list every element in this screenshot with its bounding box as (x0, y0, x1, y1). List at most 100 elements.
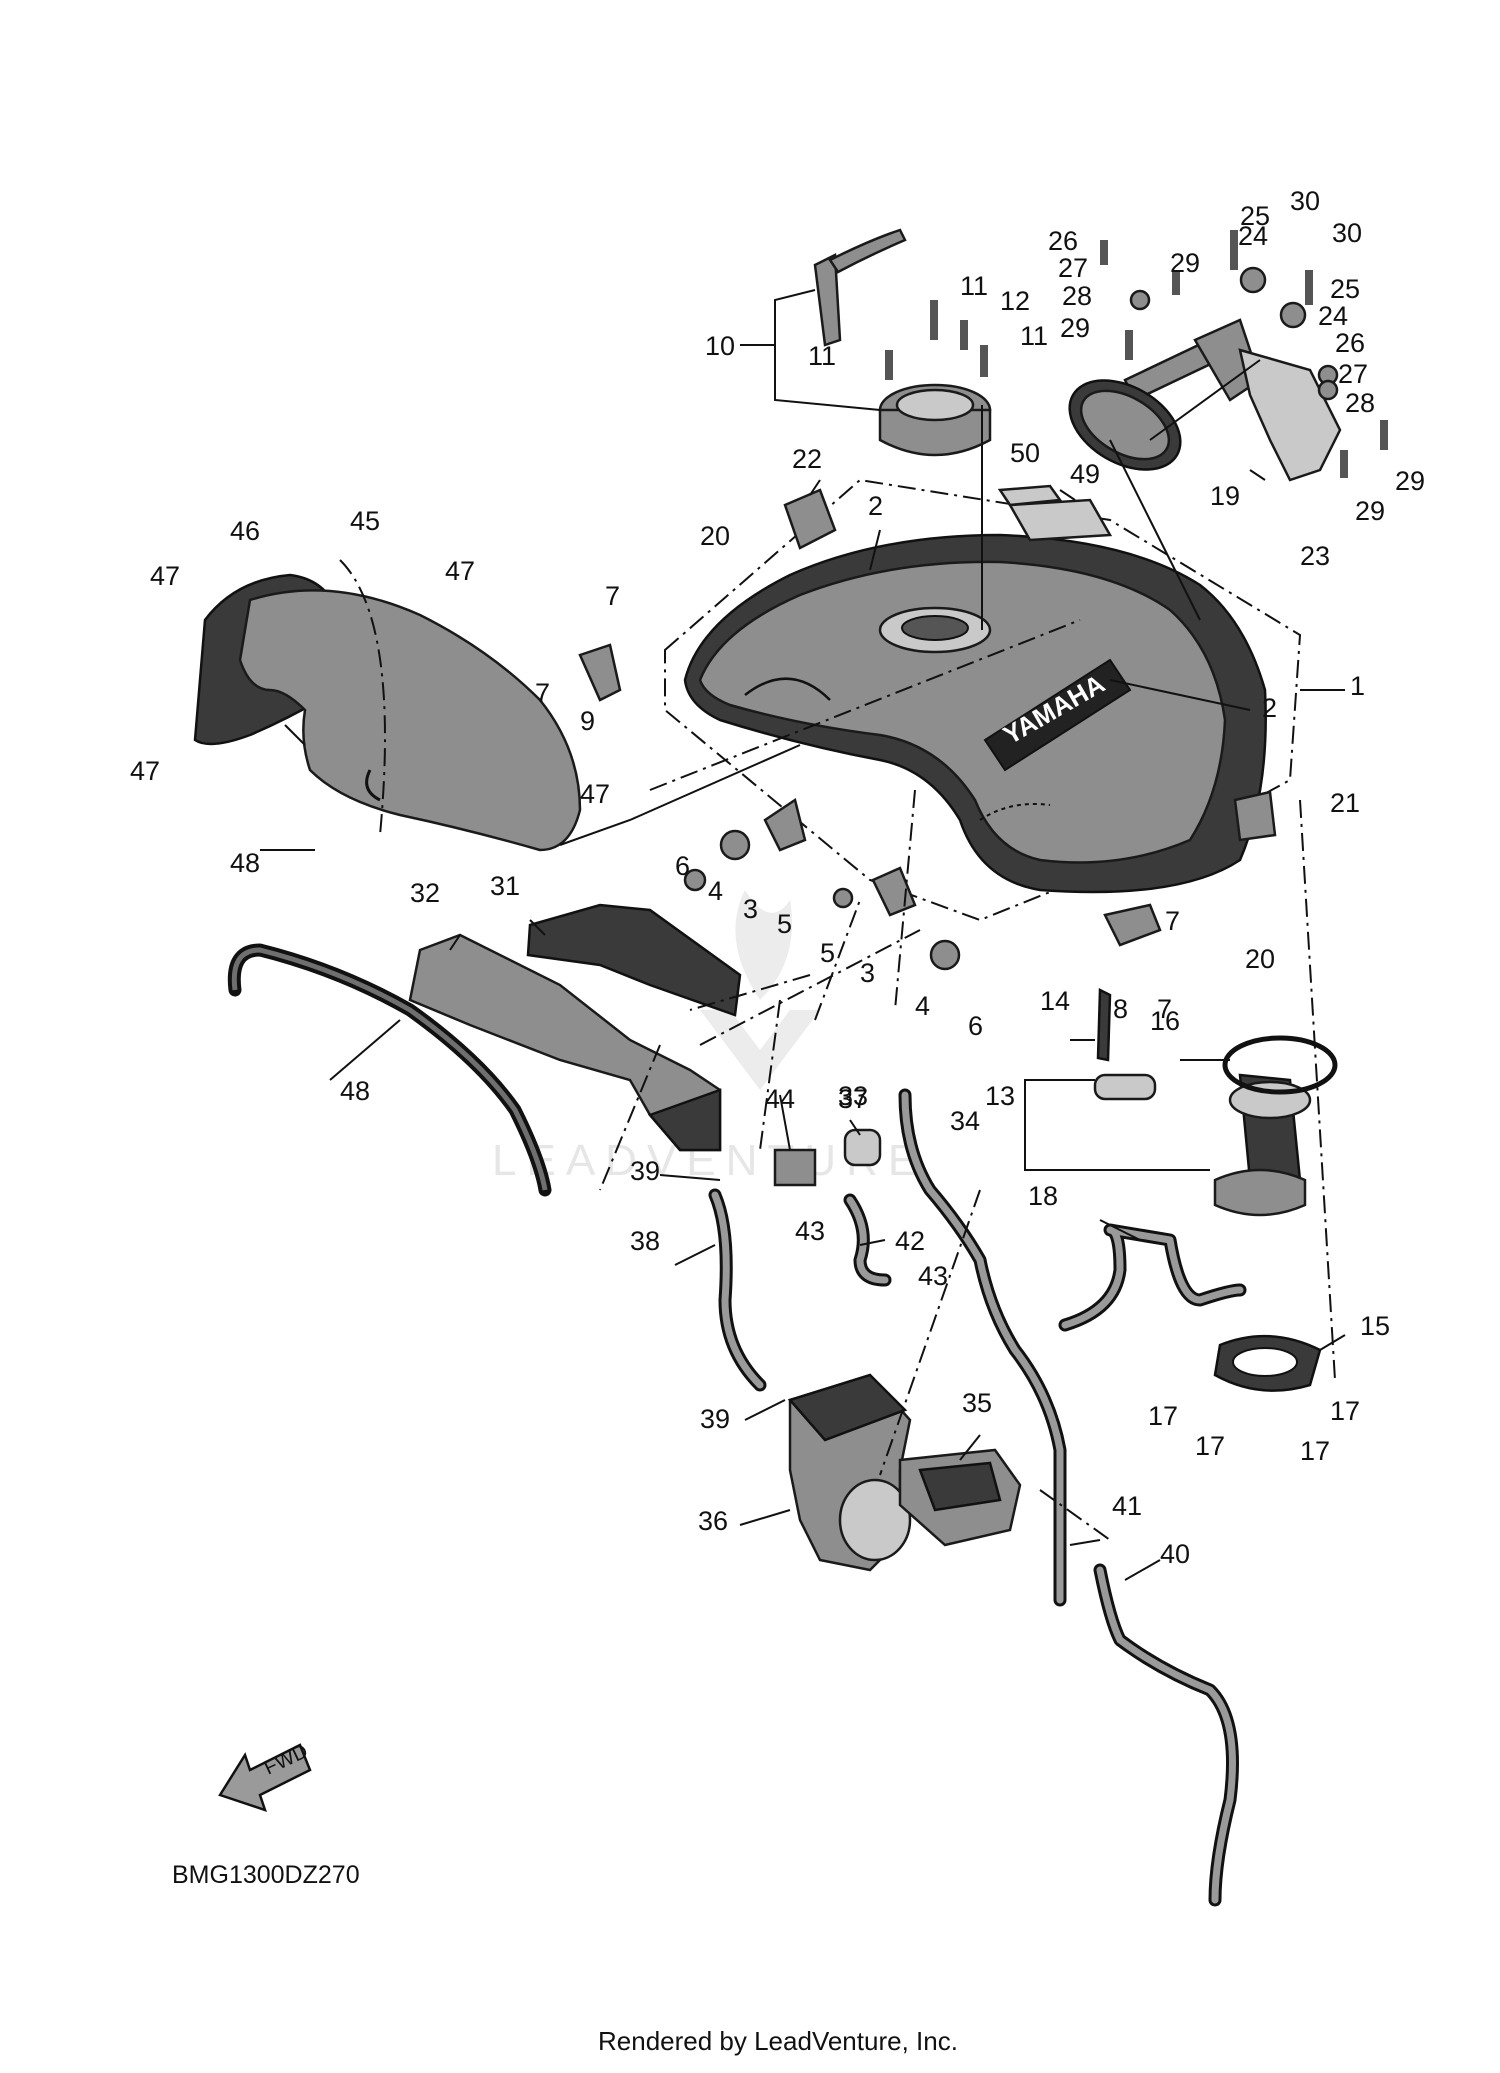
callout-44: 44 (765, 1084, 795, 1114)
bolt-12 (960, 320, 968, 350)
callout-5a: 5 (777, 909, 792, 939)
callout-15: 15 (1360, 1311, 1390, 1341)
bolts (885, 230, 1388, 478)
callout-23: 23 (1300, 541, 1330, 571)
callout-labels: 1 2 2 3 3 4 4 5 5 6 6 7 7 7 7 8 9 10 11 … (130, 186, 1425, 1569)
callout-6a: 6 (675, 851, 690, 881)
callout-25b: 25 (1330, 274, 1360, 304)
callout-43a: 43 (795, 1216, 825, 1246)
vent-hoses (708, 1088, 1239, 1907)
callout-21: 21 (1330, 788, 1360, 818)
callout-30b: 30 (1332, 218, 1362, 248)
callout-29c: 29 (1395, 466, 1425, 496)
forward-direction-arrow: FWD (218, 1740, 312, 1812)
fuel-tank: YAMAHA (683, 533, 1267, 894)
callout-47d: 47 (580, 779, 610, 809)
callout-28b: 28 (1345, 388, 1375, 418)
callout-4b: 4 (915, 991, 930, 1021)
bolt-29c (1340, 450, 1348, 478)
leader-lines (260, 289, 1346, 1581)
callout-14: 14 (1040, 986, 1070, 1016)
trim-strip (227, 943, 552, 1197)
callout-39a: 39 (630, 1156, 660, 1186)
callout-32: 32 (410, 878, 440, 908)
callout-39b: 39 (700, 1404, 730, 1434)
damper-37-44 (773, 1128, 882, 1187)
bolt-29a (1125, 330, 1133, 360)
bolt-29b (1380, 420, 1388, 450)
bolt-11b (885, 350, 893, 380)
callout-7c: 7 (1165, 906, 1180, 936)
callout-26a: 26 (1048, 226, 1078, 256)
callout-13: 13 (985, 1081, 1015, 1111)
callout-29d: 29 (1355, 496, 1385, 526)
callout-49: 49 (1070, 459, 1100, 489)
callout-12: 12 (1000, 286, 1030, 316)
callout-47a: 46 (230, 516, 260, 546)
pump-ring (1213, 1334, 1322, 1392)
pad-49-50 (997, 484, 1113, 542)
bolt-26a (1100, 240, 1108, 265)
callout-47b: 47 (150, 561, 180, 591)
callout-11a: 11 (960, 271, 988, 301)
callout-42: 42 (895, 1226, 925, 1256)
callout-8: 8 (1113, 994, 1128, 1024)
callout-30a: 30 (1290, 186, 1320, 216)
callout-38: 38 (630, 1226, 660, 1256)
callout-17c: 17 (1330, 1396, 1360, 1426)
callout-37: 37 (838, 1084, 868, 1114)
callout-3b: 3 (860, 958, 875, 988)
callout-28a: 28 (1062, 281, 1092, 311)
callout-2a: 2 (868, 491, 883, 521)
footer-credit: Rendered by LeadVenture, Inc. (598, 2026, 958, 2056)
callout-20a: 20 (700, 521, 730, 551)
callout-29a: 29 (1060, 313, 1090, 343)
callout-2b: 2 (1262, 693, 1277, 723)
callout-18: 18 (1028, 1181, 1058, 1211)
callout-1: 1 (1350, 671, 1365, 701)
connector-lines (599, 619, 1336, 1541)
callout-5b: 5 (820, 938, 835, 968)
bolt-30b (1305, 270, 1313, 305)
diagram-code: BMG1300DZ270 (172, 1861, 360, 1889)
callout-17b: 17 (1195, 1431, 1225, 1461)
callout-24a: 24 (1238, 221, 1268, 251)
callout-43b: 43 (918, 1261, 948, 1291)
callout-31: 31 (490, 871, 520, 901)
fuel-pump-assembly (1093, 988, 1338, 1217)
callout-47c: 47 (445, 556, 475, 586)
cover-31 (526, 903, 742, 1017)
callout-27a: 27 (1058, 253, 1088, 283)
canister-cover (898, 1448, 1022, 1547)
callout-16: 16 (1150, 1006, 1180, 1036)
callout-27b: 27 (1338, 359, 1368, 389)
callout-41: 41 (1112, 1491, 1142, 1521)
callout-19: 19 (1210, 481, 1240, 511)
bolt-30a (1230, 230, 1238, 270)
callout-10: 10 (705, 331, 735, 361)
callout-4a: 4 (708, 876, 723, 906)
callout-45: 45 (350, 506, 380, 536)
callout-7a: 7 (605, 581, 620, 611)
callout-25a: 25 (1240, 201, 1270, 231)
callout-40: 40 (1160, 1539, 1190, 1569)
tank-bracket-assembly (1123, 266, 1342, 482)
callout-24b: 24 (1318, 301, 1348, 331)
callout-33: 33 (838, 1081, 868, 1111)
bolt-29d (1172, 270, 1180, 295)
callout-11c: 11 (1020, 321, 1048, 351)
callout-17d: 17 (1300, 1436, 1330, 1466)
callout-50: 50 (1010, 438, 1040, 468)
callout-7d: 7 (1157, 994, 1172, 1024)
callout-46: 48 (340, 1076, 370, 1106)
cover-32 (408, 933, 722, 1152)
callout-22: 22 (792, 444, 822, 474)
callout-48b: 48 (230, 848, 260, 878)
callout-34: 34 (950, 1106, 980, 1136)
callout-3a: 3 (743, 894, 758, 924)
fuel-pump-hose (1058, 1223, 1247, 1332)
mount-brackets (578, 643, 1277, 971)
callout-20b: 20 (1245, 944, 1275, 974)
